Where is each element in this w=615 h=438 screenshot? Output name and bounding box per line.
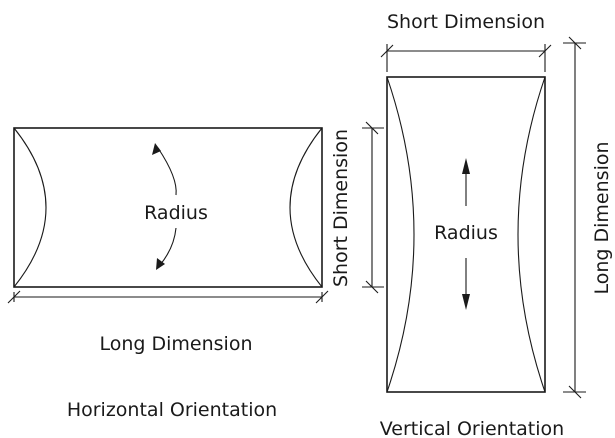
short-dim-tick-bottom	[365, 280, 379, 294]
vertical-radius-label: Radius	[434, 222, 498, 244]
long-dim-tick-top-vertical	[568, 36, 582, 50]
short-dim-tick-top	[365, 121, 379, 135]
long-dim-tick-right	[315, 290, 329, 304]
vertical-orientation: Radius Short Dimension Long Dimension Ve…	[380, 11, 613, 438]
horizontal-long-dimension-label: Long Dimension	[99, 333, 252, 355]
radius-arrowhead-down	[156, 258, 165, 270]
horizontal-radius-label: Radius	[144, 202, 208, 224]
vertical-long-dimension-label: Long Dimension	[591, 141, 613, 294]
radius-arrow-down	[159, 227, 177, 266]
short-dim-tick-left-vertical	[380, 44, 394, 58]
vertical-caption: Vertical Orientation	[380, 418, 564, 438]
radius-arrowhead-up	[152, 143, 161, 155]
right-radius-arc	[289, 127, 323, 288]
horizontal-orientation: Radius Long Dimension Short Dimension Ho…	[7, 121, 384, 421]
horizontal-short-dimension-label: Short Dimension	[330, 129, 352, 287]
left-radius-arc-vertical	[386, 76, 415, 393]
radius-arrow-up	[157, 147, 177, 196]
vertical-rectangle	[386, 76, 546, 393]
left-radius-arc	[13, 127, 47, 288]
horizontal-rectangle	[13, 127, 323, 288]
radius-arrowhead-down-vertical	[462, 294, 470, 310]
long-dim-tick-bottom-vertical	[568, 385, 582, 399]
right-radius-arc-vertical	[517, 76, 546, 393]
short-dim-tick-right-vertical	[538, 44, 552, 58]
radius-arrowhead-up-vertical	[462, 158, 470, 174]
horizontal-caption: Horizontal Orientation	[67, 399, 277, 421]
long-dim-tick-left	[7, 290, 21, 304]
vertical-short-dimension-label: Short Dimension	[387, 11, 545, 33]
